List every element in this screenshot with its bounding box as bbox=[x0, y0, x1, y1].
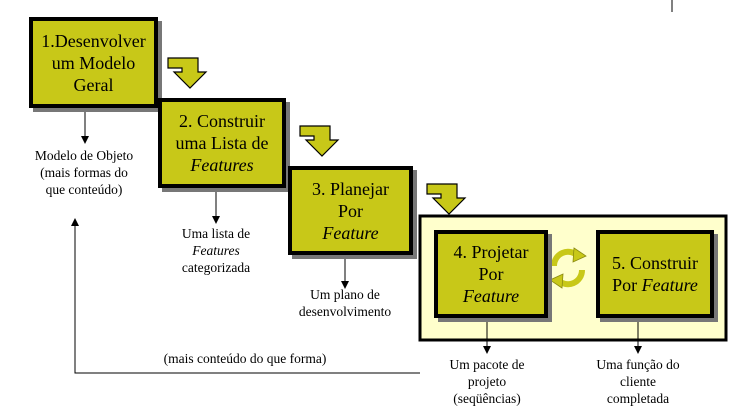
step-2-line2: uma Lista de bbox=[175, 133, 269, 153]
step-3-line1: 3. Planejar bbox=[312, 178, 389, 199]
output-model-line2: (mais formas do bbox=[40, 165, 128, 180]
step-arrow-icon bbox=[426, 183, 467, 215]
step-2-line1: 2. Construir bbox=[178, 111, 265, 131]
step-2-line3: Features bbox=[190, 155, 254, 175]
step-1-box: 1.Desenvolver um Modelo Geral bbox=[29, 17, 158, 108]
output-design: Um pacote de projeto (seqüências) bbox=[427, 356, 547, 407]
step-5-line1: 5. Construir bbox=[611, 253, 698, 273]
output-model: Modelo de Objeto (mais formas do que con… bbox=[14, 147, 154, 198]
step-2-box: 2. Construir uma Lista de Features bbox=[158, 98, 286, 188]
step-5-box: 5. Construir Por Feature bbox=[596, 230, 714, 318]
output-model-line1: Modelo de Objeto bbox=[34, 148, 134, 163]
output-plan-line1: Um plano de bbox=[310, 287, 380, 302]
step-4-line3: Feature bbox=[462, 286, 520, 306]
output-design-line3: (seqüências) bbox=[453, 391, 521, 406]
step-3-box: 3. Planejar Por Feature bbox=[288, 166, 413, 255]
step-5-line2: Por Feature bbox=[612, 274, 698, 296]
iteration-cycle-icon bbox=[549, 247, 587, 289]
step-3-line2: Por bbox=[337, 200, 363, 221]
output-list-line3: categorizada bbox=[181, 260, 251, 275]
step-1-line2: um Modelo bbox=[51, 52, 136, 73]
output-list-line2: Features bbox=[192, 243, 240, 258]
step-5-line3: Feature bbox=[641, 275, 698, 295]
output-build-line2: cliente bbox=[620, 374, 656, 389]
step-3-line3: Feature bbox=[322, 222, 379, 243]
output-list-line1: Uma lista de bbox=[181, 226, 251, 241]
output-design-line1: Um pacote de bbox=[449, 357, 525, 372]
step-1-line1: 1.Desenvolver bbox=[41, 30, 146, 51]
feedback-line bbox=[71, 218, 420, 374]
output-build-line3: completada bbox=[606, 391, 670, 406]
step-5-line2-text: Por bbox=[612, 275, 642, 295]
step-1-line3: Geral bbox=[73, 74, 114, 95]
step-4-line1: 4. Projetar bbox=[453, 242, 529, 262]
output-design-line2: projeto bbox=[467, 374, 507, 389]
output-plan-line2: desenvolvimento bbox=[298, 304, 392, 319]
output-list: Uma lista de Features categorizada bbox=[156, 225, 276, 276]
step-4-box: 4. Projetar Por Feature bbox=[434, 230, 548, 318]
output-plan: Um plano de desenvolvimento bbox=[280, 286, 410, 320]
step-arrow-icon bbox=[299, 125, 340, 157]
output-build-line1: Uma função do bbox=[596, 357, 680, 372]
step-arrow-icon bbox=[167, 57, 208, 89]
step-4-line2: Por bbox=[478, 264, 504, 284]
output-build: Uma função do cliente completada bbox=[578, 356, 698, 407]
output-model-line3: que conteúdo) bbox=[45, 182, 123, 197]
feedback-label: (mais conteúdo do que forma) bbox=[163, 351, 327, 366]
